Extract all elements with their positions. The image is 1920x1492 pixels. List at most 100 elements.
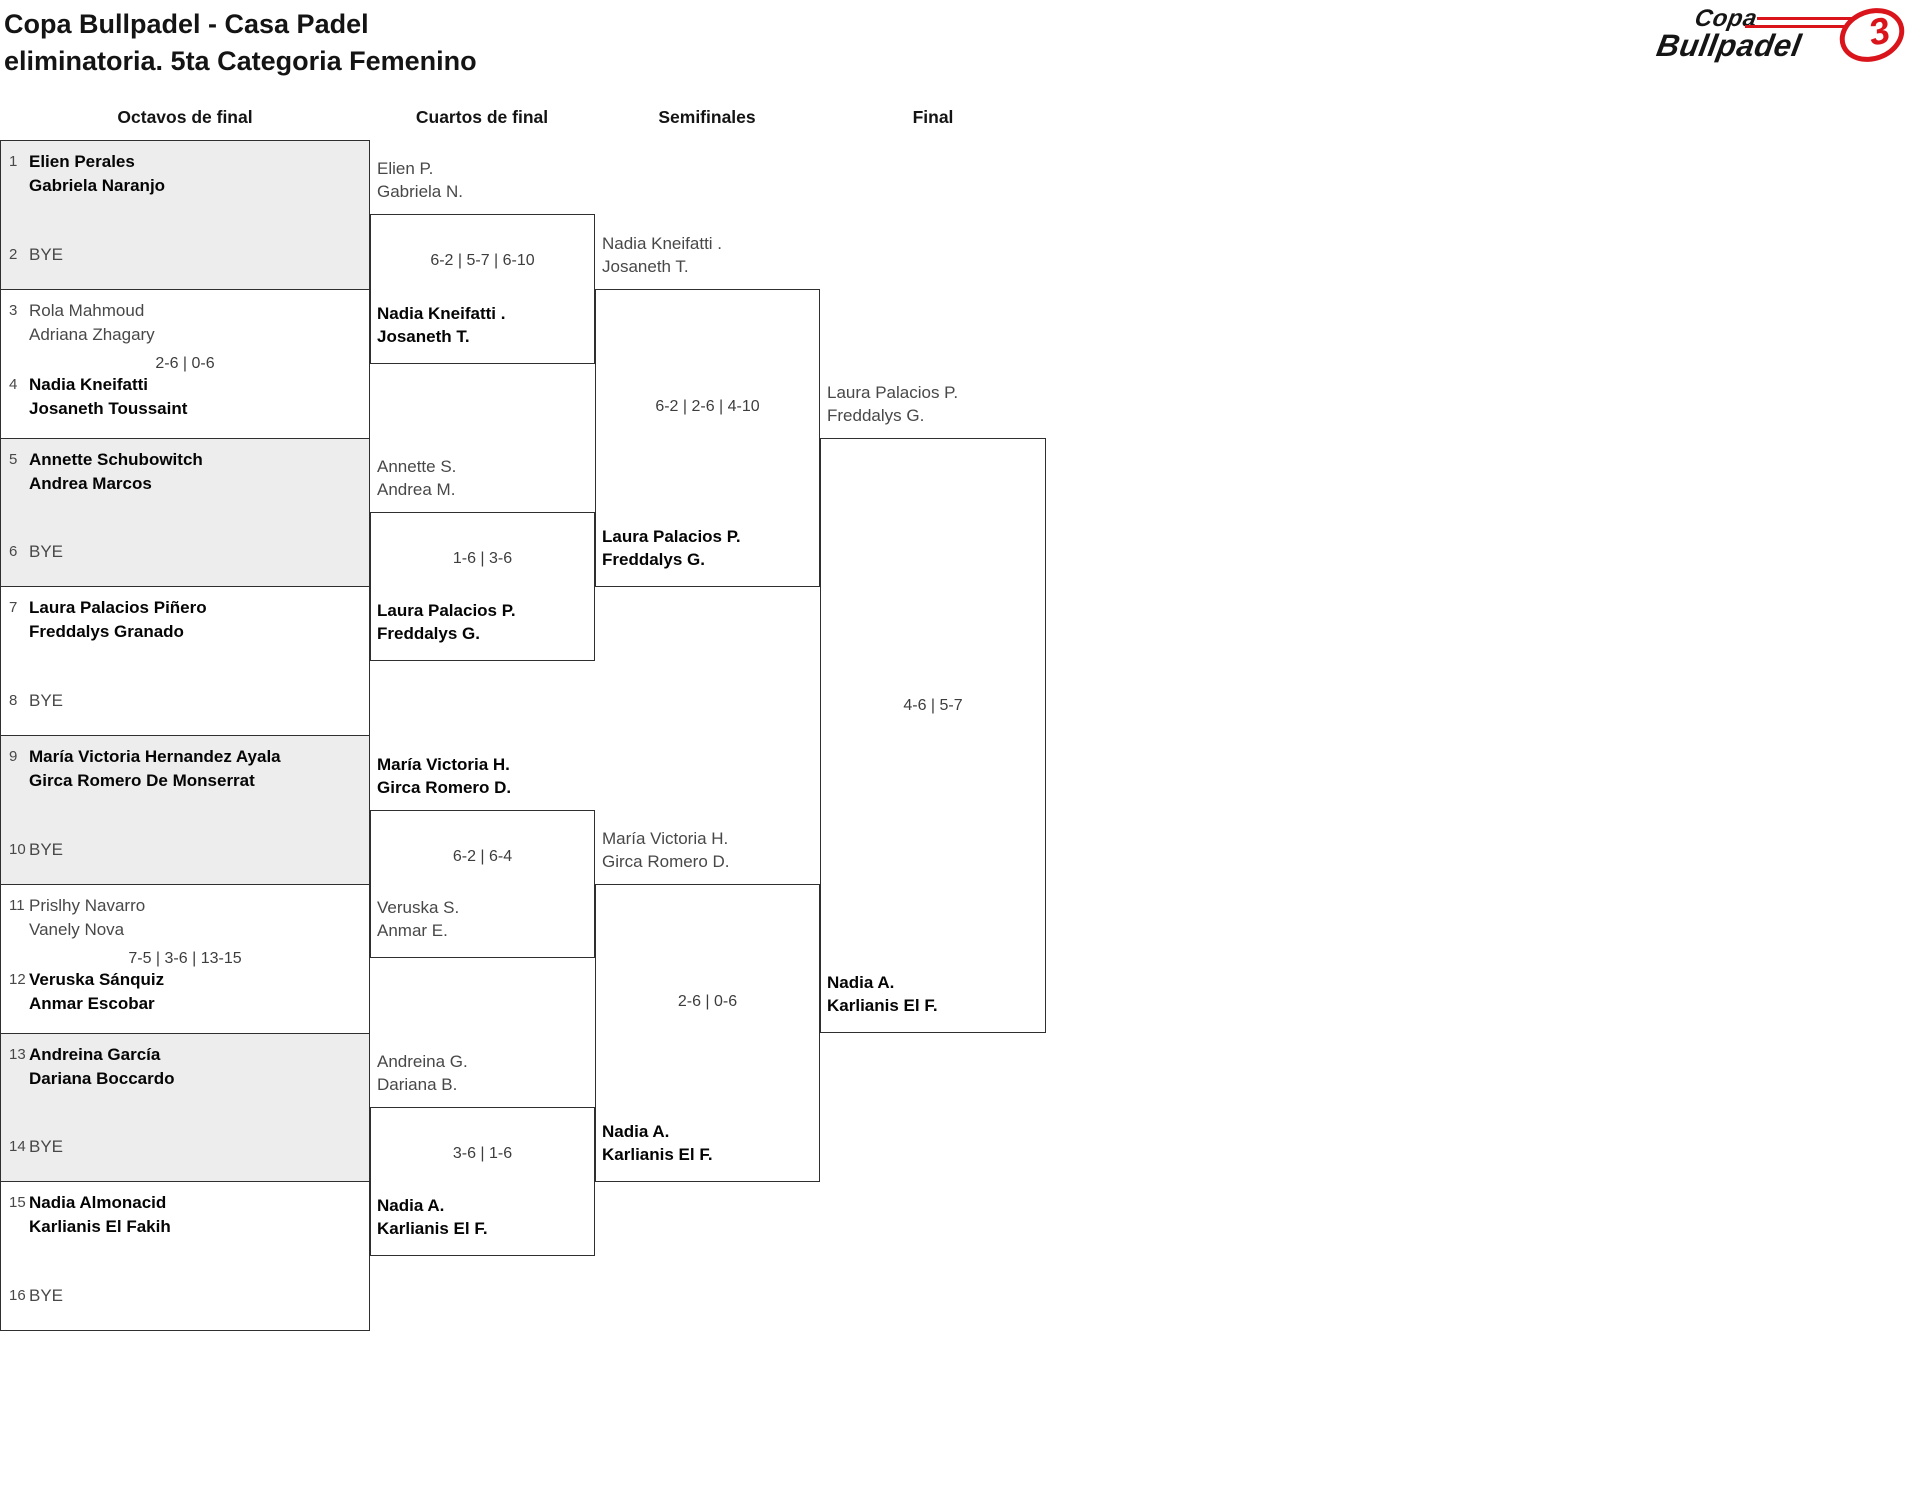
bracket-slot: 1 Elien Perales Gabriela Naranjo: [9, 150, 363, 198]
team-line: BYE: [29, 542, 64, 561]
team-names: María Victoria H. Girca Romero D.: [377, 753, 511, 799]
team-names: BYE: [29, 838, 63, 862]
bracket-slot: 15 Nadia Almonacid Karlianis El Fakih: [9, 1191, 363, 1239]
semifinal-match-2: María Victoria H. Girca Romero D. 2-6 | …: [595, 829, 820, 1182]
team-names: BYE: [29, 243, 63, 267]
cuartos-match-2: Annette S. Andrea M. 1-6 | 3-6 Laura Pal…: [370, 457, 595, 661]
team-line: Nadia A.: [827, 973, 895, 992]
team-line: Karlianis El F.: [602, 1145, 713, 1164]
round-header-semifinales: Semifinales: [658, 107, 756, 127]
team-names: Nadia Kneifatti . Josaneth T.: [602, 232, 722, 278]
round-header-final: Final: [912, 107, 954, 127]
team-names: Nadia Kneifatti . Josaneth T.: [377, 302, 505, 348]
bracket-slot: 3 Rola Mahmoud Adriana Zhagary: [9, 299, 363, 347]
team-line: BYE: [29, 1137, 64, 1156]
octavos-match-6: 11 Prislhy Navarro Vanely Nova 7-5 | 3-6…: [0, 884, 370, 1034]
logo-speed-line: [1757, 17, 1873, 20]
team-line: Karlianis El F.: [377, 1219, 488, 1238]
team-line: Girca Romero De Monserrat: [29, 771, 255, 790]
bracket-slot: 7 Laura Palacios Piñero Freddalys Granad…: [9, 596, 363, 644]
team-line: Karlianis El Fakih: [29, 1217, 171, 1236]
team-names: Elien P. Gabriela N.: [377, 157, 463, 203]
seed-number: 6: [9, 543, 18, 560]
team-line: Laura Palacios P.: [827, 383, 959, 402]
team-line: Girca Romero D.: [377, 778, 512, 797]
round-header-octavos: Octavos de final: [117, 107, 253, 127]
bracket-slot: 14 BYE: [9, 1135, 363, 1159]
seed-number: 8: [9, 692, 18, 709]
team-names: BYE: [29, 540, 63, 564]
team-names: Rola Mahmoud Adriana Zhagary: [29, 299, 155, 347]
team-names: Veruska S. Anmar E.: [377, 896, 459, 942]
team-line: Annette S.: [377, 457, 457, 476]
seed-number: 16: [9, 1287, 26, 1304]
octavos-match-8: 15 Nadia Almonacid Karlianis El Fakih 16…: [0, 1181, 370, 1331]
seed-number: 7: [9, 599, 18, 616]
team-names: Nadia Almonacid Karlianis El Fakih: [29, 1191, 171, 1239]
team-line: Vanely Nova: [29, 920, 125, 939]
team-line: María Victoria H.: [602, 829, 729, 848]
page-title: Copa Bullpadel - Casa Padel eliminatoria…: [4, 6, 477, 80]
match-score: 1-6 | 3-6: [452, 550, 513, 567]
seed-number: 14: [9, 1138, 26, 1155]
bracket-slot: 12 Veruska Sánquiz Anmar Escobar: [9, 968, 363, 1016]
seed-number: 5: [9, 451, 18, 468]
bracket-slot: 13 Andreina García Dariana Boccardo: [9, 1043, 363, 1091]
team-names: BYE: [29, 689, 63, 713]
team-names: Laura Palacios Piñero Freddalys Granado: [29, 596, 207, 644]
team-line: Adriana Zhagary: [29, 325, 155, 344]
seed-number: 1: [9, 153, 18, 170]
team-names: María Victoria Hernandez Ayala Girca Rom…: [29, 745, 281, 793]
team-line: Nadia A.: [602, 1122, 670, 1141]
team-line: Andreina G.: [377, 1052, 468, 1071]
team-names: Nadia Kneifatti Josaneth Toussaint: [29, 373, 187, 421]
match-score: 2-6 | 0-6: [677, 993, 738, 1010]
team-line: María Victoria H.: [377, 755, 510, 774]
team-line: Freddalys G.: [377, 624, 480, 643]
team-names: Nadia A. Karlianis El F.: [377, 1194, 488, 1240]
team-line: Anmar Escobar: [29, 994, 155, 1013]
team-line: Elien Perales: [29, 152, 135, 171]
seed-number: 15: [9, 1194, 26, 1211]
seed-number: 4: [9, 376, 18, 393]
team-line: Girca Romero D.: [602, 852, 730, 871]
bracket-slot: 6 BYE: [9, 540, 363, 564]
team-line: Laura Palacios P.: [602, 527, 741, 546]
team-line: BYE: [29, 245, 64, 264]
team-names: Elien Perales Gabriela Naranjo: [29, 150, 165, 198]
team-line: Veruska Sánquiz: [29, 970, 165, 989]
team-names: Annette S. Andrea M.: [377, 455, 456, 501]
team-names: Andreina García Dariana Boccardo: [29, 1043, 175, 1091]
team-line: Elien P.: [377, 159, 434, 178]
octavos-match-4: 7 Laura Palacios Piñero Freddalys Granad…: [0, 586, 370, 736]
team-line: Gabriela Naranjo: [29, 176, 166, 195]
bracket-slot: 2 BYE: [9, 243, 363, 267]
seed-number: 3: [9, 302, 18, 319]
team-names: Laura Palacios P. Freddalys G.: [602, 525, 741, 571]
bracket-slot: 8 BYE: [9, 689, 363, 713]
match-score: 6-2 | 5-7 | 6-10: [430, 252, 535, 269]
seed-number: 9: [9, 748, 18, 765]
bracket-slot: 5 Annette Schubowitch Andrea Marcos: [9, 448, 363, 496]
team-line: Nadia Kneifatti .: [377, 304, 506, 323]
team-names: Veruska Sánquiz Anmar Escobar: [29, 968, 164, 1016]
match-score: 7-5 | 3-6 | 13-15: [128, 950, 242, 967]
team-names: Nadia A. Karlianis El F.: [602, 1120, 713, 1166]
match-score: 2-6 | 0-6: [155, 355, 215, 372]
seed-number: 11: [9, 897, 25, 914]
team-line: Freddalys G.: [827, 406, 925, 425]
seed-number: 2: [9, 246, 18, 263]
cuartos-match-1: Elien P. Gabriela N. 6-2 | 5-7 | 6-10 Na…: [370, 159, 595, 364]
team-line: BYE: [29, 1286, 64, 1305]
team-names: Annette Schubowitch Andrea Marcos: [29, 448, 203, 496]
match-score: 6-2 | 6-4: [452, 848, 513, 865]
team-line: Andrea Marcos: [29, 474, 152, 493]
bracket-slot: 10 BYE: [9, 838, 363, 862]
copa-bullpadel-logo: Copa Bullpadel 3: [1654, 0, 1912, 71]
team-line: BYE: [29, 691, 64, 710]
team-line: María Victoria Hernandez Ayala: [29, 747, 281, 766]
title-line-2: eliminatoria. 5ta Categoria Femenino: [4, 46, 477, 76]
match-score: 4-6 | 5-7: [903, 697, 963, 714]
seed-number: 10: [9, 841, 26, 858]
